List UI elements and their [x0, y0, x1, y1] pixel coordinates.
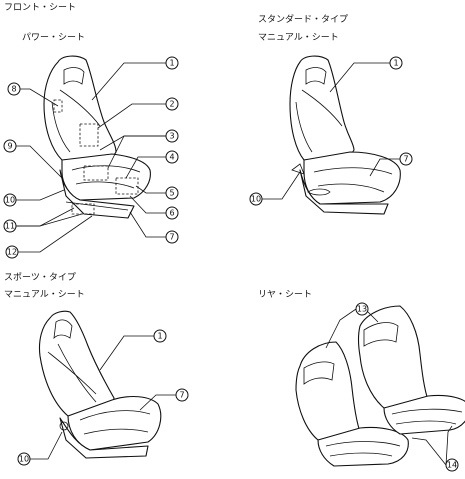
- svg-text:7: 7: [169, 233, 174, 242]
- callout-8: 8: [7, 82, 21, 96]
- heading-sports-manual: マニュアル・シート: [4, 290, 85, 300]
- callout-11: 11: [3, 219, 17, 233]
- svg-text:12: 12: [7, 248, 17, 257]
- power-seat-leaders: [16, 62, 166, 253]
- power-seat-illustration: [43, 55, 151, 219]
- heading-standard-type: スタンダード・タイプ: [258, 15, 349, 25]
- svg-text:6: 6: [169, 209, 174, 218]
- callout-4: 4: [165, 150, 179, 164]
- standard-seat-leaders: [262, 62, 400, 200]
- svg-text:1: 1: [169, 59, 174, 68]
- svg-text:3: 3: [169, 132, 174, 141]
- callout-13: 13: [355, 302, 369, 316]
- svg-text:1: 1: [157, 332, 162, 341]
- callout-1-standard: 1: [389, 56, 403, 70]
- callout-6: 6: [165, 206, 179, 220]
- svg-text:11: 11: [5, 222, 15, 231]
- svg-text:7: 7: [403, 155, 408, 164]
- svg-text:4: 4: [169, 153, 174, 162]
- callout-3: 3: [165, 129, 179, 143]
- callout-7-standard: 7: [399, 152, 413, 166]
- svg-text:10: 10: [19, 455, 29, 464]
- sports-seat-leaders: [30, 335, 176, 460]
- callout-1-power: 1: [165, 56, 179, 70]
- svg-text:14: 14: [447, 461, 457, 470]
- callout-2: 2: [165, 97, 179, 111]
- svg-text:13: 13: [357, 305, 367, 314]
- callout-7-power: 7: [165, 230, 179, 244]
- heading-front-seat: フロント・シート: [4, 3, 77, 13]
- svg-text:10: 10: [251, 195, 261, 204]
- svg-text:5: 5: [169, 189, 174, 198]
- svg-text:10: 10: [5, 196, 15, 205]
- heading-power-seat: パワー・シート: [22, 33, 86, 43]
- sports-seat-illustration: [38, 310, 162, 459]
- callout-9: 9: [3, 139, 17, 153]
- callout-10-sports: 10: [17, 452, 31, 466]
- callout-5: 5: [165, 186, 179, 200]
- svg-text:1: 1: [393, 59, 398, 68]
- heading-standard-manual: マニュアル・シート: [258, 33, 339, 43]
- callout-10-standard: 10: [249, 192, 263, 206]
- heading-sports-type: スポーツ・タイプ: [4, 273, 76, 283]
- callout-7-sports: 7: [175, 388, 189, 402]
- callout-10-power: 10: [3, 193, 17, 207]
- svg-text:2: 2: [169, 100, 174, 109]
- rear-seat-illustration: [295, 305, 465, 467]
- svg-text:8: 8: [11, 85, 16, 94]
- callout-1-sports: 1: [153, 329, 167, 343]
- standard-seat-illustration: [289, 55, 401, 215]
- heading-rear-seat: リヤ・シート: [258, 290, 313, 300]
- svg-text:9: 9: [7, 142, 12, 151]
- callout-14: 14: [445, 458, 459, 472]
- svg-text:7: 7: [179, 391, 184, 400]
- callout-12: 12: [5, 245, 19, 259]
